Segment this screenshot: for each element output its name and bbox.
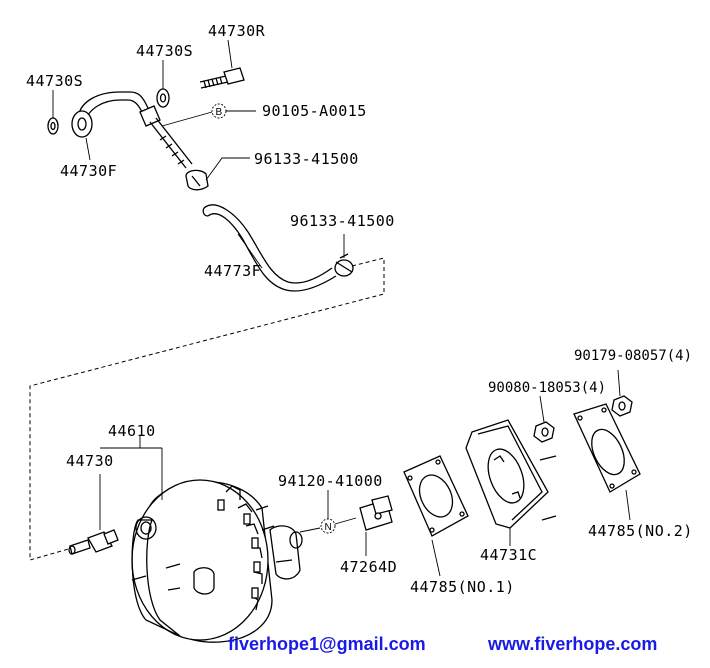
label-90080-18053: 90080-18053(4) (488, 380, 606, 396)
watermark-website: www.fiverhope.com (487, 634, 657, 654)
hose-44773f (202, 204, 337, 292)
label-44731c: 44731C (480, 546, 537, 564)
label-44730f: 44730F (60, 162, 117, 180)
gasket-44785-no2 (573, 403, 641, 521)
union-44730f (71, 91, 193, 169)
clevis-47264d (359, 495, 393, 556)
label-47264d: 47264D (340, 558, 397, 576)
label-44730: 44730 (66, 452, 114, 470)
marker-b: B (161, 103, 256, 127)
clip-96133-b (334, 234, 354, 277)
label-44785-no1: 44785(NO.1) (410, 578, 515, 596)
label-44610: 44610 (108, 422, 156, 440)
marker-b-letter: B (216, 107, 223, 118)
gasket-44785-no1 (403, 455, 469, 577)
nut-90179 (611, 369, 633, 417)
label-44730s-top: 44730S (136, 42, 193, 60)
label-44730r: 44730R (208, 22, 266, 40)
label-96133-41500-a: 96133-41500 (254, 150, 359, 168)
brake-booster-44610 (100, 436, 303, 643)
label-44730s-left: 44730S (26, 72, 83, 90)
label-90179-08057: 90179-08057(4) (574, 348, 692, 364)
bolt-44730r (199, 39, 245, 89)
label-44785-no2: 44785(NO.2) (588, 522, 693, 540)
clip-96133-a (185, 157, 250, 191)
label-44773f: 44773F (204, 262, 261, 280)
washer-44730s-left (47, 90, 59, 135)
label-96133-41500-b: 96133-41500 (290, 212, 395, 230)
marker-n-letter: N (325, 522, 332, 533)
watermark-email: fiverhope1@gmail.com (228, 634, 426, 654)
marker-n: N (299, 490, 357, 534)
check-valve-44730 (68, 474, 119, 555)
label-94120-41000: 94120-41000 (278, 472, 383, 490)
connection-dashed-line (29, 257, 385, 561)
washer-44730s-top (156, 60, 170, 108)
label-90105-a0015: 90105-A0015 (262, 102, 367, 120)
spacer-44731c (465, 419, 557, 546)
nut-90080 (533, 395, 555, 443)
